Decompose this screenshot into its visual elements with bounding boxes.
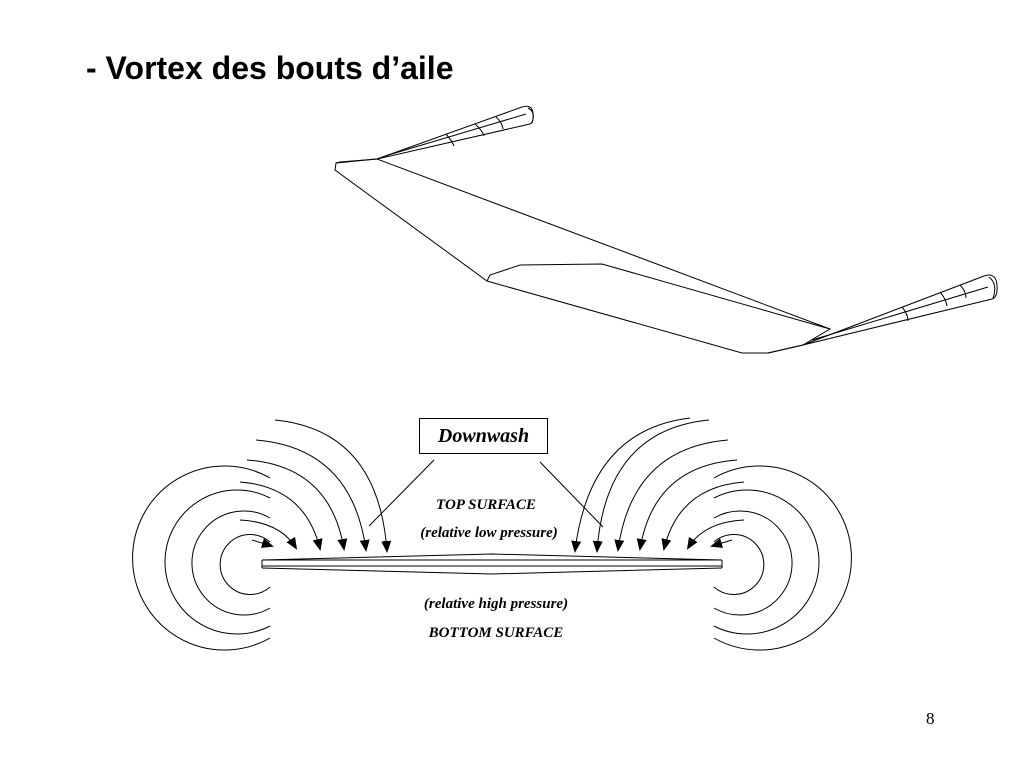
- page-number: 8: [926, 709, 935, 728]
- top-surface-label: TOP SURFACE: [436, 497, 536, 513]
- airfoil-lower: [261, 567, 723, 575]
- wing-panel-line: [486, 263, 831, 330]
- right-wingtip-vortex: [802, 274, 998, 346]
- right-vortex-flow: [571, 417, 852, 651]
- downwash-leader-left: [368, 459, 435, 527]
- slide-title: - Vortex des bouts d’aile: [86, 50, 454, 86]
- bottom-surface-label: BOTTOM SURFACE: [428, 625, 564, 641]
- left-wingtip-vortex: [376, 105, 534, 160]
- low-pressure-label: (relative low pressure): [420, 525, 558, 541]
- wing-illustration: [334, 105, 998, 354]
- left-vortex-flow: [132, 419, 392, 651]
- downwash-leaders: [368, 459, 604, 528]
- downwash-leader-right: [539, 461, 604, 528]
- wing-trailing-line: [767, 344, 804, 354]
- wing-panel-line: [335, 158, 378, 164]
- wing-outline: [334, 158, 832, 354]
- airfoil-upper: [261, 553, 723, 561]
- high-pressure-label: (relative high pressure): [423, 596, 569, 612]
- downwash-callout: Downwash: [419, 418, 548, 454]
- airfoil-section: [261, 553, 723, 575]
